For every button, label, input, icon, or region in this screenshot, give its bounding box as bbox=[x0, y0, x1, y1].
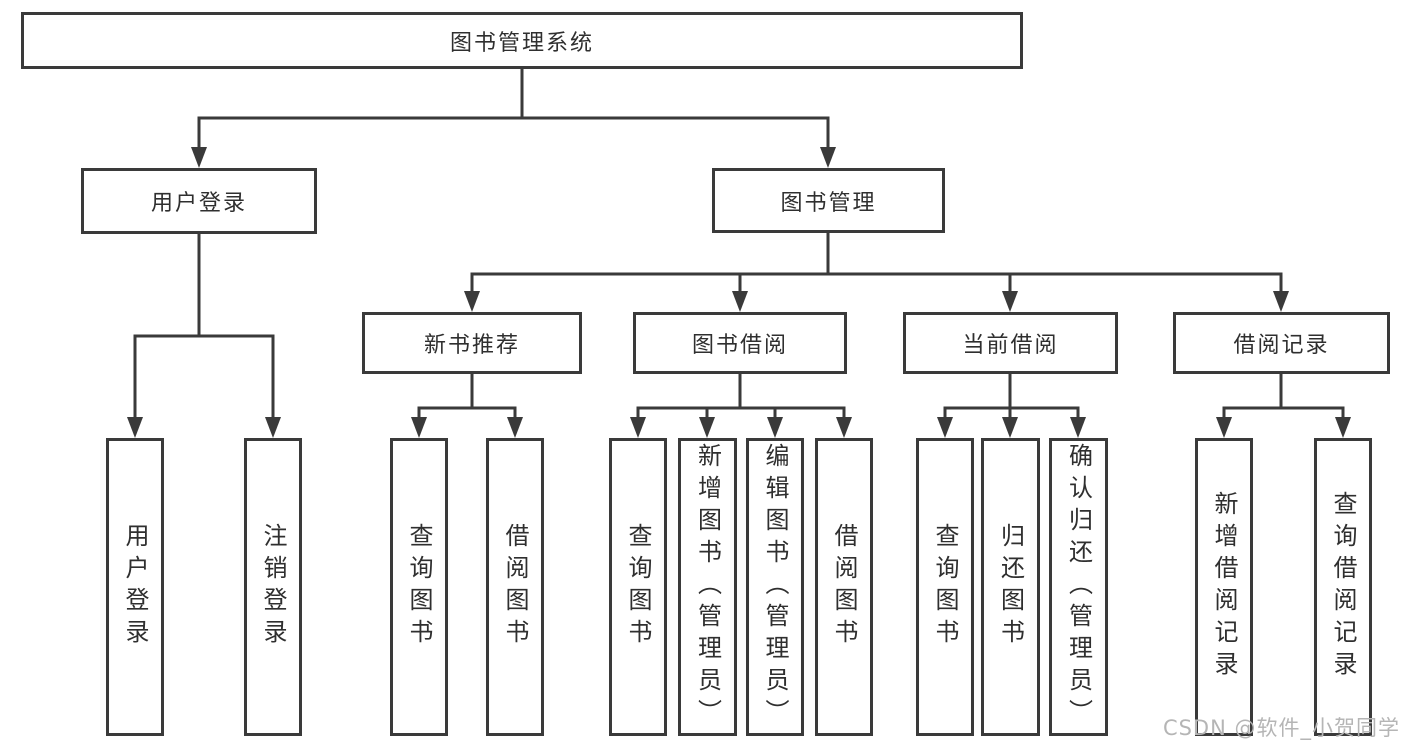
leaf-user-login: 用户登录 bbox=[106, 438, 164, 736]
node-label: 图书借阅 bbox=[691, 333, 788, 358]
node-user-login: 用户登录 bbox=[81, 168, 317, 234]
node-new-book-recommendation: 新书推荐 bbox=[362, 312, 582, 374]
node-label: 查询借阅记录 bbox=[1329, 491, 1357, 683]
node-label: 编辑图书（管理员） bbox=[761, 443, 789, 731]
node-label: 确认归还（管理员） bbox=[1064, 443, 1093, 731]
leaf-add-books-admin: 新增图书（管理员） bbox=[678, 438, 737, 736]
node-label: 图书管理 bbox=[780, 190, 877, 216]
node-label: 当前借阅 bbox=[962, 333, 1059, 358]
node-label: 用户登录 bbox=[150, 191, 247, 216]
node-book-management: 图书管理 bbox=[712, 168, 945, 233]
node-label: 新书推荐 bbox=[423, 333, 520, 358]
leaf-borrow-books-recommend: 借阅图书 bbox=[486, 438, 544, 736]
leaf-query-books-borrowing: 查询图书 bbox=[609, 438, 667, 736]
leaf-return-books: 归还图书 bbox=[981, 438, 1040, 736]
leaf-add-borrow-record: 新增借阅记录 bbox=[1195, 438, 1253, 736]
node-label: 注销登录 bbox=[259, 523, 287, 651]
node-borrowing-records: 借阅记录 bbox=[1173, 312, 1390, 374]
node-label: 查询图书 bbox=[405, 523, 433, 651]
leaf-borrow-books-borrowing: 借阅图书 bbox=[815, 438, 873, 736]
node-label: 归还图书 bbox=[996, 523, 1025, 651]
leaf-query-books-recommend: 查询图书 bbox=[390, 438, 448, 736]
node-label: 借阅图书 bbox=[830, 523, 858, 651]
leaf-edit-books-admin: 编辑图书（管理员） bbox=[746, 438, 804, 736]
node-label: 新增图书（管理员） bbox=[693, 443, 722, 731]
leaf-logout: 注销登录 bbox=[244, 438, 302, 736]
node-label: 用户登录 bbox=[121, 523, 149, 651]
csdn-watermark: CSDN @软件_小贺同学 bbox=[1162, 716, 1400, 740]
leaf-confirm-return-admin: 确认归还（管理员） bbox=[1049, 438, 1108, 736]
node-book-borrowing: 图书借阅 bbox=[633, 312, 847, 374]
leaf-query-books-current: 查询图书 bbox=[916, 438, 974, 736]
leaf-query-borrow-record: 查询借阅记录 bbox=[1314, 438, 1372, 736]
node-library-management-system: 图书管理系统 bbox=[21, 12, 1023, 69]
node-current-borrowing: 当前借阅 bbox=[903, 312, 1118, 374]
node-label: 图书管理系统 bbox=[449, 30, 594, 56]
node-label: 借阅记录 bbox=[1233, 333, 1330, 358]
node-label: 借阅图书 bbox=[501, 523, 529, 651]
node-label: 新增借阅记录 bbox=[1210, 491, 1238, 683]
node-label: 查询图书 bbox=[931, 523, 959, 651]
node-label: 查询图书 bbox=[624, 523, 652, 651]
